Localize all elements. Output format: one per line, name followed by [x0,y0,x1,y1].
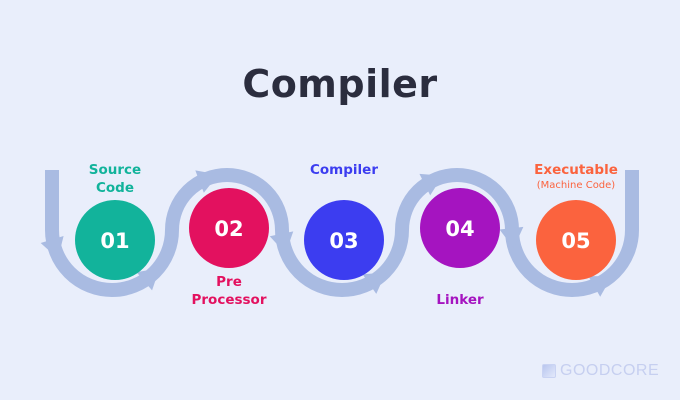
serpentine-track [45,168,639,297]
flow-arrowhead-3 [195,170,219,193]
step-03-label-line1: Compiler [310,162,378,178]
logo-text: GOODCORE [560,362,660,379]
flow-arrowhead-8 [588,275,612,297]
step-01: 01 [75,200,155,280]
step-02-label-line1: Pre [216,274,242,290]
step-01-number: 01 [100,229,129,253]
step-05-label-line1: Executable [534,162,618,178]
flow-arrowhead-1 [40,235,64,259]
flow-arrowhead-4 [269,231,294,254]
step-05-label: Executable (Machine Code) [516,161,636,192]
step-05-sublabel: (Machine Code) [536,180,616,191]
step-02-label: Pre Processor [169,273,289,309]
step-01-label: Source Code [55,161,175,197]
step-03-label: Compiler [284,161,404,179]
goodcore-logo-mark-icon [542,364,556,378]
arrowheads [40,170,612,297]
step-05: 05 [536,200,616,280]
step-05-circle [536,200,616,280]
step-02: 02 [189,188,269,268]
flow-arrowhead-6 [419,173,443,196]
goodcore-logo: GOODCORE [542,362,659,380]
flow-arrowhead-2 [136,268,160,291]
flow-arrowhead-7 [499,226,524,249]
step-01-label-line1: Source [88,162,142,178]
step-02-label-line2: Processor [191,292,267,308]
step-02-circle [189,188,269,268]
step-03: 03 [304,200,384,280]
step-04-circle [420,188,500,268]
page-title: Compiler [242,62,438,106]
step-04-label: Linker [400,291,520,309]
step-04-number: 04 [445,217,474,241]
flow-arrowhead-5 [362,272,386,294]
step-01-circle [75,200,155,280]
step-04: 04 [420,188,500,268]
step-05-number: 05 [561,229,590,253]
step-01-label-line2: Code [95,180,134,196]
step-03-number: 03 [329,229,358,253]
step-04-label-line1: Linker [436,292,484,308]
step-03-circle [304,200,384,280]
step-02-number: 02 [214,217,243,241]
